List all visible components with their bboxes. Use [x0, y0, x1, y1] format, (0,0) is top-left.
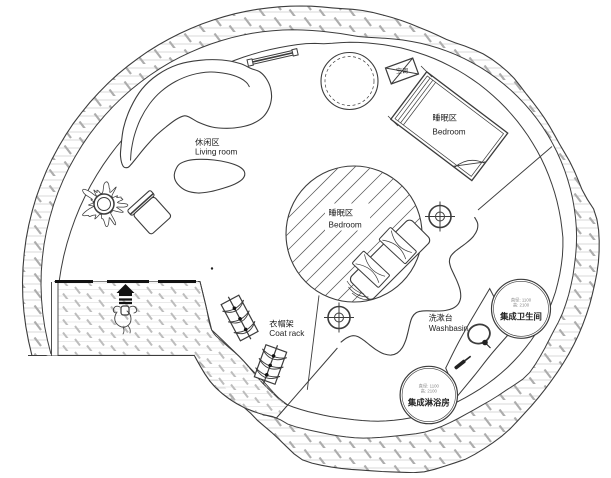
svg-text:集成淋浴房: 集成淋浴房 — [407, 398, 450, 408]
svg-text:空调: 空调 — [396, 67, 408, 75]
svg-text:高: 2100: 高: 2100 — [513, 301, 530, 308]
svg-text:Living room: Living room — [195, 148, 238, 157]
svg-text:Washbasin: Washbasin — [429, 324, 468, 333]
svg-text:高: 2100: 高: 2100 — [421, 388, 438, 395]
svg-text:睡眠区: 睡眠区 — [329, 209, 354, 218]
svg-text:睡眠区: 睡眠区 — [432, 114, 457, 123]
svg-text:Bedroom: Bedroom — [329, 221, 362, 230]
svg-text:直径: 1100: 直径: 1100 — [419, 383, 440, 389]
svg-text:洗漱台: 洗漱台 — [429, 313, 453, 323]
svg-text:集成卫生间: 集成卫生间 — [499, 311, 542, 321]
svg-text:衣帽架: 衣帽架 — [269, 319, 294, 329]
svg-text:休闲区: 休闲区 — [195, 137, 220, 147]
svg-text:Coat rack: Coat rack — [269, 329, 305, 338]
svg-text:直径: 1100: 直径: 1100 — [511, 296, 532, 302]
svg-text:Bedroom: Bedroom — [432, 128, 465, 137]
